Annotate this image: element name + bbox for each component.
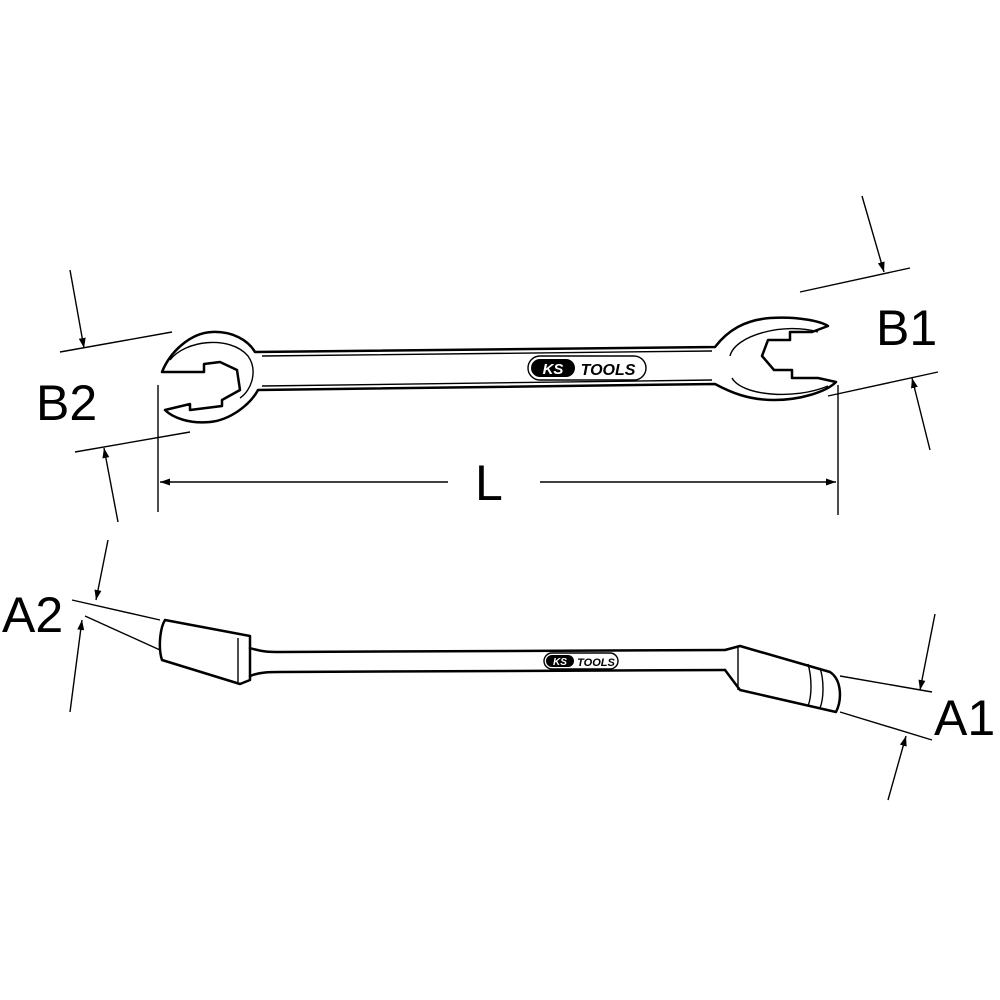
wrench-side-right-head: [723, 644, 842, 714]
wrench-top-outline: [160, 316, 838, 424]
dimension-b1: B1: [799, 195, 939, 451]
label-a1: A1: [934, 690, 995, 746]
logo-word-top: TOOLS: [581, 362, 636, 379]
label-l: L: [475, 455, 503, 511]
dimension-l: L: [157, 385, 839, 515]
wrench-right-ring-inner: [729, 327, 829, 396]
dimension-b2: B2: [36, 269, 191, 523]
wrench-side-handle: [248, 646, 727, 678]
wrench-left-ring-inner: [169, 341, 254, 399]
logo-word-side: TOOLS: [577, 657, 615, 669]
ks-tools-logo-top: KS TOOLS: [527, 355, 647, 381]
wrench-top-handle-inner: [261, 350, 713, 387]
label-a2: A2: [2, 587, 63, 643]
logo-brand-side: KS: [553, 657, 567, 668]
wrench-top-view: KS TOOLS: [160, 316, 838, 424]
ks-tools-logo-side: KS TOOLS: [543, 652, 619, 670]
label-b2: B2: [36, 375, 97, 431]
dimension-a2: A2: [2, 539, 161, 713]
wrench-side-view: KS TOOLS: [158, 618, 842, 714]
wrench-side-left-head: [158, 618, 252, 686]
logo-brand-top: KS: [543, 361, 564, 378]
dimension-a1: A1: [839, 613, 995, 801]
label-b1: B1: [876, 300, 937, 356]
